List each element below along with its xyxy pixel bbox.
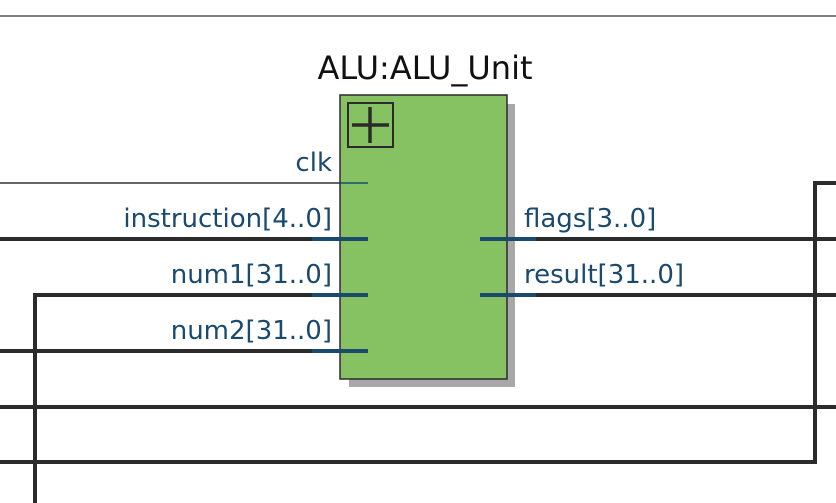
port-stubs (312, 182, 536, 353)
expand-button[interactable] (347, 102, 394, 148)
port-label-num2: num2[31..0] (170, 316, 332, 346)
wire-num1 (33, 293, 340, 503)
wire-bus-b (0, 181, 836, 464)
block-title: ALU:ALU_Unit (317, 49, 533, 87)
port-label-flags: flags[3..0] (524, 204, 657, 234)
port-label-instruction: instruction[4..0] (123, 204, 332, 234)
port-label-clk: clk (295, 148, 332, 178)
port-label-num1: num1[31..0] (170, 260, 332, 290)
port-label-result: result[31..0] (524, 260, 684, 290)
wires (0, 181, 836, 503)
